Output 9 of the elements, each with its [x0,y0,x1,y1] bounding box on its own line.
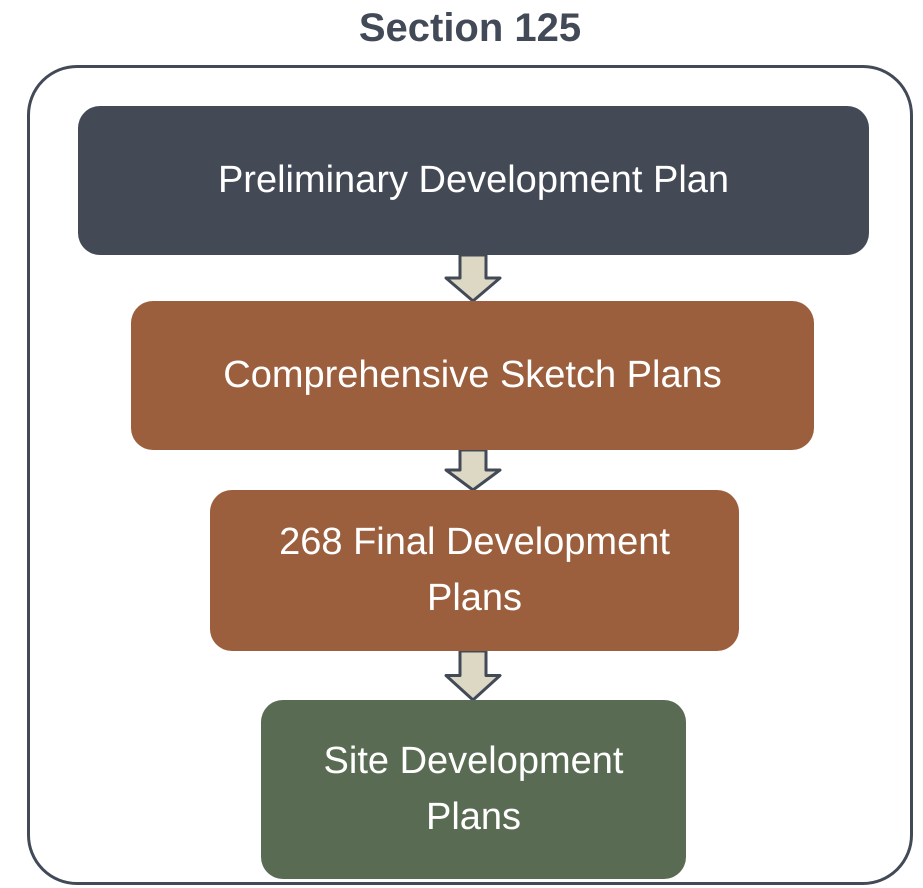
process-box: Preliminary Development Plan [78,106,869,255]
process-box: Comprehensive Sketch Plans [131,301,814,450]
container-frame [27,65,913,885]
process-box: Site Development Plans [261,700,686,879]
block-arrow [444,254,502,302]
block-arrow [444,448,502,492]
process-box: 268 Final Development Plans [210,490,739,651]
diagram-title: Section 125 [358,5,582,52]
block-arrow [444,650,502,702]
